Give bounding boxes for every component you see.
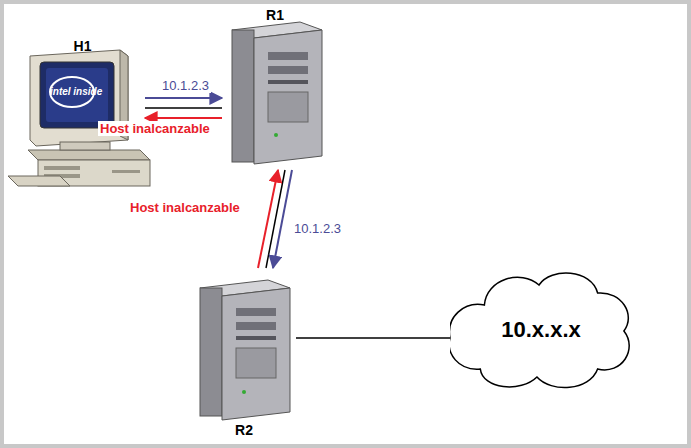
message-label: Host inalcanzable [98,121,212,136]
packet-arrow [273,170,292,268]
device-name: R1 [222,7,328,23]
router-illustration [200,280,290,420]
link-line [296,337,450,339]
device-name: R2 [192,422,296,438]
router-box: R1 [222,5,328,170]
device-name: H1 [20,38,145,54]
message-label: 10.1.2.3 [160,78,211,93]
router-box: R2 [192,268,296,440]
computer-illustration [8,50,150,186]
message-label: Host inalcanzable [128,200,242,215]
message-label: 10.1.2.3 [292,221,343,236]
router-illustration [232,22,322,164]
link-line [145,107,222,109]
packet-arrow [145,97,222,99]
host-computer: H1 [20,36,145,190]
network-address: 10.x.x.x [450,318,632,342]
packet-arrow [145,117,222,119]
logo-text: intel inside [50,86,102,97]
network-cloud: 10.x.x.x [450,265,632,395]
